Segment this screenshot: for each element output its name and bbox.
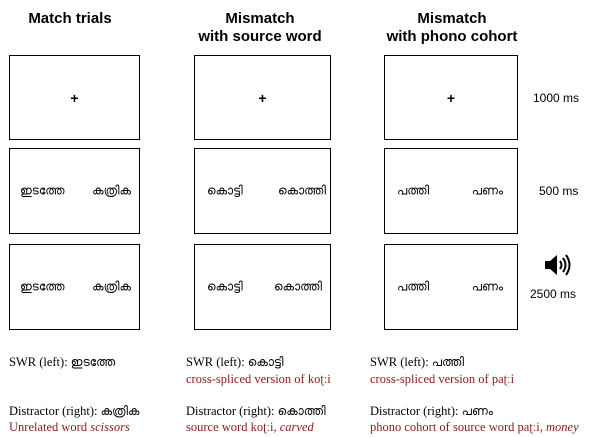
distractor-note-match: Distractor (right): കത്രിക bbox=[9, 403, 139, 419]
distractor-desc-source: source word koʈːi, carved bbox=[186, 419, 314, 435]
distractor-desc: source word koʈːi, bbox=[186, 420, 280, 434]
word-left: കൊട്ടി bbox=[207, 279, 243, 294]
distractor-gloss: carved bbox=[279, 420, 314, 434]
word-right: പണം bbox=[471, 183, 503, 198]
swr-label: SWR (left): bbox=[370, 355, 432, 369]
word-left: ഇടത്തേ bbox=[20, 279, 65, 294]
distractor-desc: phono cohort of source word paʈːi, bbox=[370, 420, 547, 434]
fixation-box-source: + bbox=[194, 55, 331, 140]
preview-box-cohort: പത്തി പണം bbox=[384, 148, 518, 234]
swr-word: പത്തി bbox=[431, 355, 464, 369]
word-right: കത്രിക bbox=[92, 183, 131, 198]
preview-box-match: ഇടത്തേ കത്രിക bbox=[9, 148, 140, 234]
word-left: പത്തി bbox=[397, 183, 430, 198]
fixation-cross: + bbox=[446, 89, 456, 106]
distractor-gloss: scissors bbox=[90, 420, 130, 434]
word-right: പണം bbox=[471, 279, 503, 294]
swr-word: കൊട്ടി bbox=[247, 355, 284, 369]
distractor-gloss: money bbox=[546, 420, 579, 434]
fixation-cross: + bbox=[70, 89, 79, 106]
fixation-cross: + bbox=[258, 89, 267, 106]
swr-note-cohort: SWR (left): പത്തി bbox=[370, 354, 464, 370]
distractor-desc: Unrelated word bbox=[9, 420, 91, 434]
timing-preview: 500 ms bbox=[539, 184, 579, 198]
distractor-note-source: Distractor (right): കൊത്തി bbox=[186, 403, 326, 419]
swr-word: ഇടത്തേ bbox=[70, 355, 116, 369]
distractor-word: കത്രിക bbox=[100, 404, 140, 418]
swr-label: SWR (left): bbox=[186, 355, 248, 369]
timing-fixation: 1000 ms bbox=[533, 91, 580, 105]
distractor-word: പണം bbox=[461, 404, 493, 418]
fixation-box-match: + bbox=[9, 55, 140, 140]
fixation-box-cohort: + bbox=[384, 55, 518, 140]
swr-note-match: SWR (left): ഇടത്തേ bbox=[9, 354, 115, 370]
word-right: കൊത്തി bbox=[278, 183, 326, 198]
column-title-match: Match trials bbox=[28, 10, 112, 27]
swr-desc-source: cross-spliced version of koʈːi bbox=[186, 372, 331, 386]
column-title-phono-cohort: Mismatch with phono cohort bbox=[386, 10, 518, 45]
timing-audio: 2500 ms bbox=[530, 287, 577, 301]
word-left: ഇടത്തേ bbox=[20, 183, 65, 198]
swr-label: SWR (left): bbox=[9, 355, 71, 369]
audio-box-source: കൊട്ടി കൊത്തി bbox=[194, 244, 331, 330]
column-title-source-word: Mismatch with source word bbox=[198, 10, 322, 45]
speaker-icon bbox=[545, 254, 571, 276]
preview-box-source: കൊട്ടി കൊത്തി bbox=[194, 148, 331, 234]
distractor-desc-cohort: phono cohort of source word paʈːi, money bbox=[370, 419, 579, 435]
audio-box-match: ഇടത്തേ കത്രിക bbox=[9, 244, 140, 330]
word-right: കൊത്തി bbox=[274, 279, 322, 294]
word-left: പത്തി bbox=[397, 279, 430, 294]
distractor-word: കൊത്തി bbox=[277, 404, 326, 418]
distractor-label: Distractor (right): bbox=[9, 404, 101, 418]
word-right: കത്രിക bbox=[92, 279, 131, 294]
distractor-label: Distractor (right): bbox=[186, 404, 278, 418]
word-left: കൊട്ടി bbox=[207, 183, 243, 198]
distractor-note-cohort: Distractor (right): പണം bbox=[370, 403, 493, 419]
distractor-desc-match: Unrelated word scissors bbox=[9, 419, 130, 435]
distractor-label: Distractor (right): bbox=[370, 404, 462, 418]
audio-box-cohort: പത്തി പണം bbox=[384, 244, 518, 330]
swr-note-source: SWR (left): കൊട്ടി bbox=[186, 354, 284, 370]
swr-desc-cohort: cross-spliced version of paʈːi bbox=[370, 372, 515, 386]
